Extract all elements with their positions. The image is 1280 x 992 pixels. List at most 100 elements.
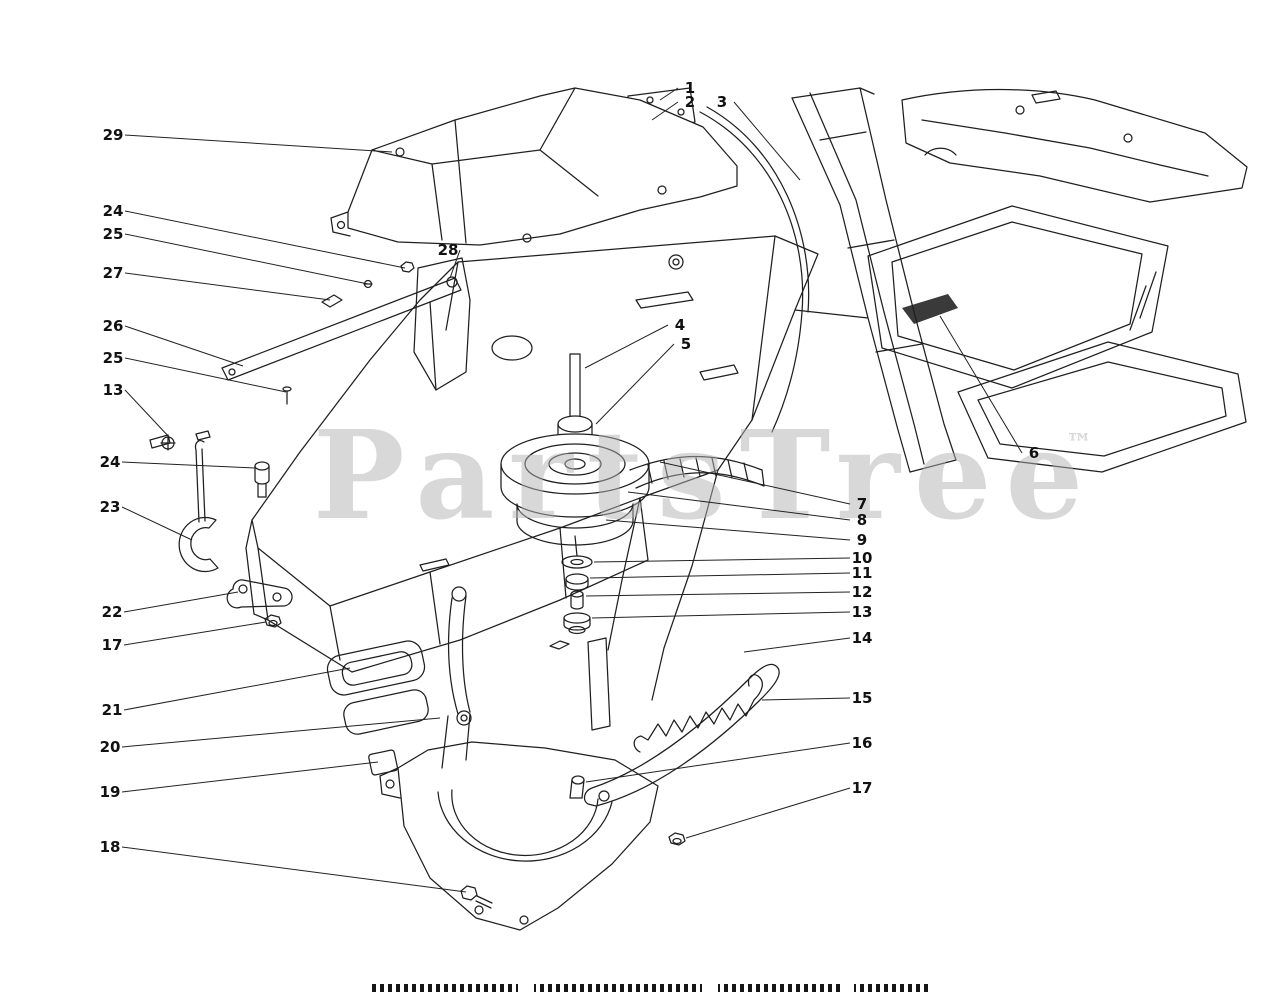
leader-line-27 — [124, 272, 331, 301]
callout-number-18: 18 — [100, 838, 121, 856]
deck-grommet — [668, 254, 684, 270]
left-face — [245, 519, 269, 621]
deck-crease — [751, 235, 776, 421]
apron-crease — [559, 527, 567, 599]
apron-crease — [329, 605, 341, 661]
vertical-plate — [587, 637, 611, 731]
belt-cover-fold — [454, 119, 467, 244]
footrest-lower — [957, 341, 1247, 473]
arm-pivot-inner — [460, 714, 468, 722]
leader-line-18 — [121, 846, 467, 893]
caption-word-gap — [842, 984, 854, 992]
callout-number-2: 2 — [685, 93, 695, 111]
control-cable-inner — [706, 106, 810, 313]
drive-belt-end — [761, 469, 765, 487]
bracket-hole — [677, 108, 685, 116]
callout-number-21: 21 — [102, 701, 123, 719]
leader-line-24 — [124, 210, 406, 269]
bolt-16-shaft — [569, 779, 585, 799]
caption-word-gap — [702, 984, 718, 992]
bolt-16-head — [571, 775, 585, 785]
callout-number-11: 11 — [852, 564, 873, 582]
handle-bracket — [326, 640, 426, 696]
bolt-18-shaft — [476, 895, 493, 904]
leader-line-22 — [123, 591, 239, 613]
callout-number-13: 13 — [103, 381, 124, 399]
spacer-12-top — [570, 590, 584, 598]
callout-number-5: 5 — [681, 335, 691, 353]
leader-line-26 — [124, 325, 244, 367]
leader-line-17 — [123, 621, 267, 646]
callout-number-29: 29 — [103, 126, 124, 144]
callout-number-23: 23 — [100, 498, 121, 516]
leader-line-8 — [627, 491, 851, 521]
housing-hole — [519, 915, 529, 925]
callout-number-9: 9 — [857, 531, 867, 549]
deck-slot — [419, 558, 450, 572]
watermark: PartsTree ™ — [313, 403, 1092, 547]
bolt-18-shaft — [475, 900, 492, 909]
nut-17-left — [264, 614, 282, 628]
flanged-nut-13-top — [563, 612, 591, 624]
callout-number-3: 3 — [717, 93, 727, 111]
cover-hole — [657, 185, 667, 195]
spacer-12 — [570, 593, 584, 610]
leader-line-10 — [593, 557, 851, 563]
nut-17-right-inner — [672, 837, 682, 845]
pulley-groove — [548, 452, 602, 476]
leader-line-11 — [589, 572, 851, 579]
leader-line-13 — [124, 389, 171, 439]
idler-arm — [583, 663, 780, 807]
leader-line-25 — [124, 233, 369, 285]
footrest-dark-pad — [902, 294, 958, 324]
leader-line-9 — [605, 519, 851, 541]
cover-hole — [336, 220, 346, 230]
hatch-line — [1139, 271, 1157, 319]
leader-line-5 — [595, 343, 675, 425]
callout-number-27: 27 — [103, 264, 124, 282]
washer-10 — [561, 555, 593, 569]
callout-number-17: 17 — [102, 636, 123, 654]
leader-line-15 — [761, 697, 851, 701]
pulley-rod — [569, 353, 581, 417]
belt-cover — [347, 87, 738, 246]
deck-slot — [699, 364, 739, 381]
nut-17-left-inner — [268, 619, 278, 627]
callout-number-7: 7 — [857, 495, 867, 513]
callout-number-20: 20 — [100, 738, 121, 756]
link-plate-22 — [226, 579, 293, 609]
callout-number-25: 25 — [103, 349, 124, 367]
callout-number-12: 12 — [852, 583, 873, 601]
housing-link — [441, 715, 449, 769]
callout-number-24: 24 — [100, 453, 121, 471]
cover-hole — [522, 233, 532, 243]
retainer-clip — [549, 640, 570, 650]
clip-13-tab — [195, 430, 211, 441]
leader-line-13 — [591, 611, 851, 619]
belt-cover-flange — [330, 211, 351, 237]
callout-number-4: 4 — [675, 316, 685, 334]
deck-slot — [635, 291, 694, 309]
left-rod — [194, 439, 206, 523]
housing-hole — [474, 905, 484, 915]
seat-support-right-rail — [859, 87, 957, 461]
seat-support-rung — [847, 239, 895, 249]
tab-19 — [368, 749, 399, 776]
machine-line-art — [149, 87, 1248, 931]
apron-crease — [429, 571, 441, 645]
flanged-nut-13-base — [568, 625, 586, 635]
callout-number-28: 28 — [438, 241, 459, 259]
brace-bar — [221, 277, 462, 381]
leader-line-4 — [584, 324, 669, 369]
callout-number-17: 17 — [852, 779, 873, 797]
callout-number-8: 8 — [857, 511, 867, 529]
housing-arc-inner — [451, 789, 599, 857]
leader-line-2 — [651, 101, 679, 121]
leader-line-21 — [123, 667, 351, 711]
swing-arm — [448, 597, 459, 715]
main-deck — [251, 235, 819, 607]
housing-link — [465, 713, 471, 761]
housing-flange — [379, 767, 401, 799]
callout-number-26: 26 — [103, 317, 124, 335]
